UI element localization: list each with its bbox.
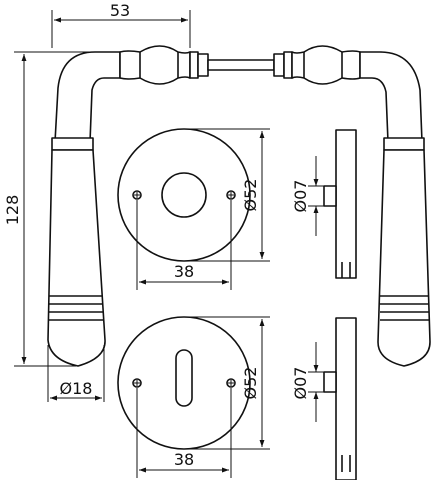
top-rose-front-view [117, 128, 251, 262]
spindle-bar [207, 59, 275, 71]
top-rose-side-view [323, 129, 357, 279]
right-lever-handle [273, 45, 431, 367]
left-lever-handle [47, 45, 209, 367]
top-screw-spacing-label: 38 [174, 262, 194, 281]
height-dimension-label: 128 [3, 195, 22, 226]
bottom-spindle-diameter-label: Ø07 [291, 367, 310, 400]
bottom-screw-spacing-label: 38 [174, 450, 194, 469]
top-spindle-diameter-label: Ø07 [291, 180, 310, 213]
top-rose-diameter-label: Ø52 [241, 179, 260, 212]
bottom-rose-side-view [323, 317, 357, 480]
grip-diameter-label: Ø18 [60, 379, 93, 398]
width-dimension-label: 53 [110, 1, 130, 20]
bottom-rose-diameter-label: Ø52 [241, 367, 260, 400]
